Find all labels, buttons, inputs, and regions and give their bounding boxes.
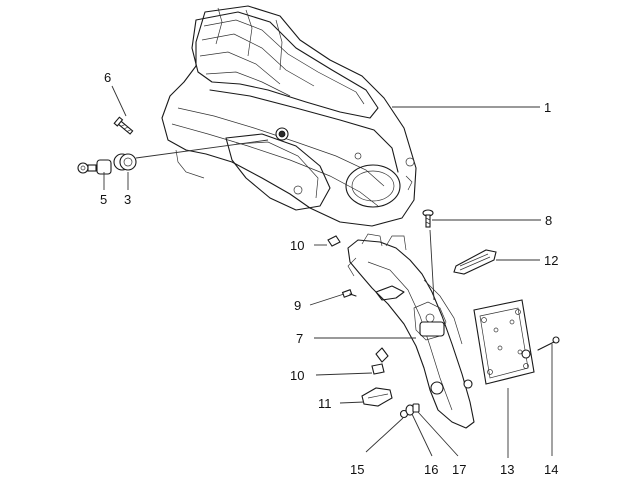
rear-mudguard-part-7 — [347, 233, 475, 429]
leader-line-16 — [411, 413, 433, 457]
callout-1: 1 — [544, 100, 551, 115]
rear-cowl-part — [161, 5, 417, 227]
callout-7: 7 — [296, 331, 303, 346]
leader-line-9 — [309, 293, 345, 306]
clip-nut-part-10-upper — [327, 235, 341, 247]
spacer-part-5 — [96, 159, 112, 175]
leader-lines — [103, 85, 553, 458]
callout-12: 12 — [544, 253, 558, 268]
callout-9: 9 — [294, 298, 301, 313]
callout-16: 16 — [424, 462, 438, 477]
leader-line-10b — [315, 372, 373, 376]
license-plate-holder-part-13 — [473, 299, 535, 385]
callout-3: 3 — [124, 192, 131, 207]
leader-line-8 — [429, 219, 541, 301]
leader-line-6 — [111, 85, 127, 117]
callout-10-lower: 10 — [290, 368, 304, 383]
rubber-bushing-part-3 — [113, 153, 137, 171]
callout-15: 15 — [350, 462, 364, 477]
screw-part-14 — [537, 336, 560, 351]
screw-part-8 — [422, 209, 434, 228]
nut-part-17 — [412, 403, 420, 413]
callout-13: 13 — [500, 462, 514, 477]
callout-8: 8 — [545, 213, 552, 228]
screw-part-6 — [113, 116, 134, 135]
callout-17: 17 — [452, 462, 466, 477]
leader-line-3 — [127, 139, 269, 190]
callout-11: 11 — [318, 396, 332, 411]
callout-14: 14 — [544, 462, 558, 477]
leader-line-17 — [417, 411, 459, 457]
leader-line-11 — [339, 401, 365, 404]
reflector-part-12 — [453, 249, 497, 275]
rear-light-part-11 — [361, 387, 393, 407]
screw-part-9 — [341, 289, 357, 298]
leader-line-15 — [365, 417, 404, 453]
callout-labels: 1 6 5 3 8 10 12 9 7 10 11 13 14 15 16 17 — [100, 70, 558, 477]
clip-nut-part-10-lower — [371, 347, 389, 375]
callout-5: 5 — [100, 192, 107, 207]
callout-10-upper: 10 — [290, 238, 304, 253]
callout-6: 6 — [104, 70, 111, 85]
screw-part-5 — [77, 162, 97, 174]
